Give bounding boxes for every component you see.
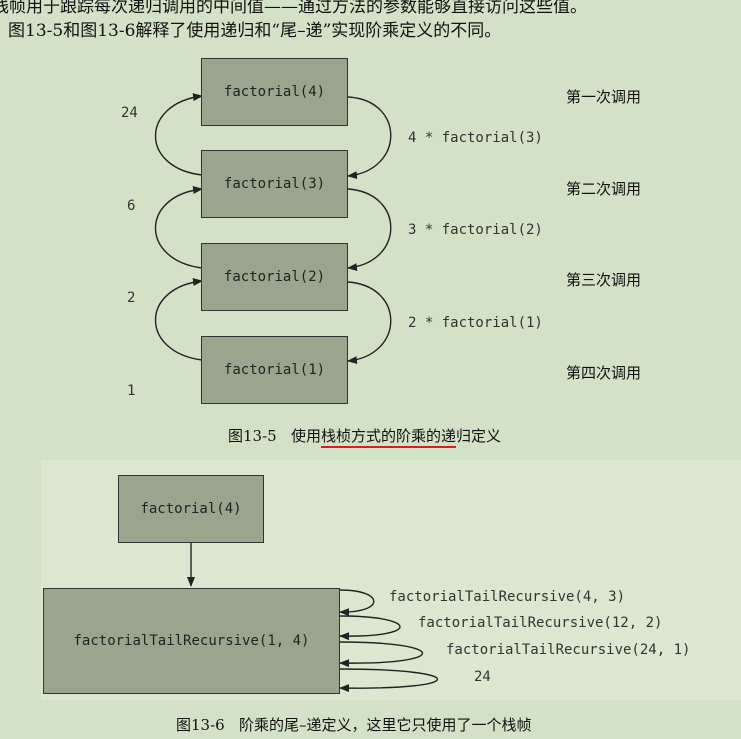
return-arrow-1 — [154, 93, 203, 176]
frame-box-3: factorial(2) — [201, 243, 348, 311]
caption-underlined: 栈桢方式的阶乘的递 — [321, 427, 457, 448]
tail-result-label: 24 — [474, 669, 491, 685]
tail-recursive-frame-box: factorialTailRecursive(1, 4) — [43, 588, 340, 694]
return-arrow-3 — [154, 278, 203, 361]
call-arrow-3 — [347, 281, 392, 365]
step-label-3: 第三次调用 — [566, 271, 642, 289]
return-value-3: 2 — [127, 290, 136, 306]
caption-pre: 使用 — [291, 427, 322, 445]
frame-box-1: factorial(4) — [201, 58, 348, 126]
caption-number-2: 图13-6 — [176, 716, 225, 734]
intro-paragraph: 图13-5和图13-6解释了使用递归和“尾–递”实现阶乘定义的不同。 — [8, 21, 502, 41]
figure-13-5-caption: 图13-5 使用栈桢方式的阶乘的递归定义 — [228, 425, 502, 448]
caption-text-2: 阶乘的尾–递定义，这里它只使用了一个栈帧 — [239, 716, 532, 734]
return-value-1: 24 — [121, 105, 138, 121]
call-label-2: 3 * factorial(2) — [408, 222, 543, 238]
caption-post: 归定义 — [456, 427, 502, 445]
step-label-1: 第一次调用 — [566, 88, 642, 106]
return-value-4: 1 — [127, 383, 136, 399]
call-arrow-2 — [347, 188, 392, 272]
call-label-1: 4 * factorial(3) — [408, 130, 543, 146]
tail-call-label-2: factorialTailRecursive(12, 2) — [418, 615, 663, 631]
frame-box-4: factorial(1) — [201, 336, 348, 404]
tail-call-label-1: factorialTailRecursive(4, 3) — [389, 589, 626, 605]
factorial-start-box: factorial(4) — [118, 475, 264, 543]
call-arrow-1 — [347, 96, 392, 180]
step-label-2: 第二次调用 — [566, 180, 642, 198]
loop-arrow-3 — [339, 641, 424, 668]
loop-arrow-4 — [339, 668, 438, 693]
tail-call-label-3: factorialTailRecursive(24, 1) — [446, 642, 691, 658]
call-label-3: 2 * factorial(1) — [408, 315, 543, 331]
figure-13-6-caption: 图13-6 阶乘的尾–递定义，这里它只使用了一个栈帧 — [176, 714, 532, 735]
caption-number: 图13-5 — [228, 427, 277, 445]
loop-arrow-1 — [339, 589, 375, 617]
return-value-2: 6 — [127, 198, 136, 214]
top-paragraph-line: 栈帧用于跟踪每次递归调用的中间值——通过方法的参数能够直接访问这些值。 — [0, 0, 587, 17]
step-label-4: 第四次调用 — [566, 364, 642, 382]
frame-box-2: factorial(3) — [201, 150, 348, 218]
loop-arrow-2 — [339, 615, 401, 641]
return-arrow-2 — [154, 186, 203, 269]
